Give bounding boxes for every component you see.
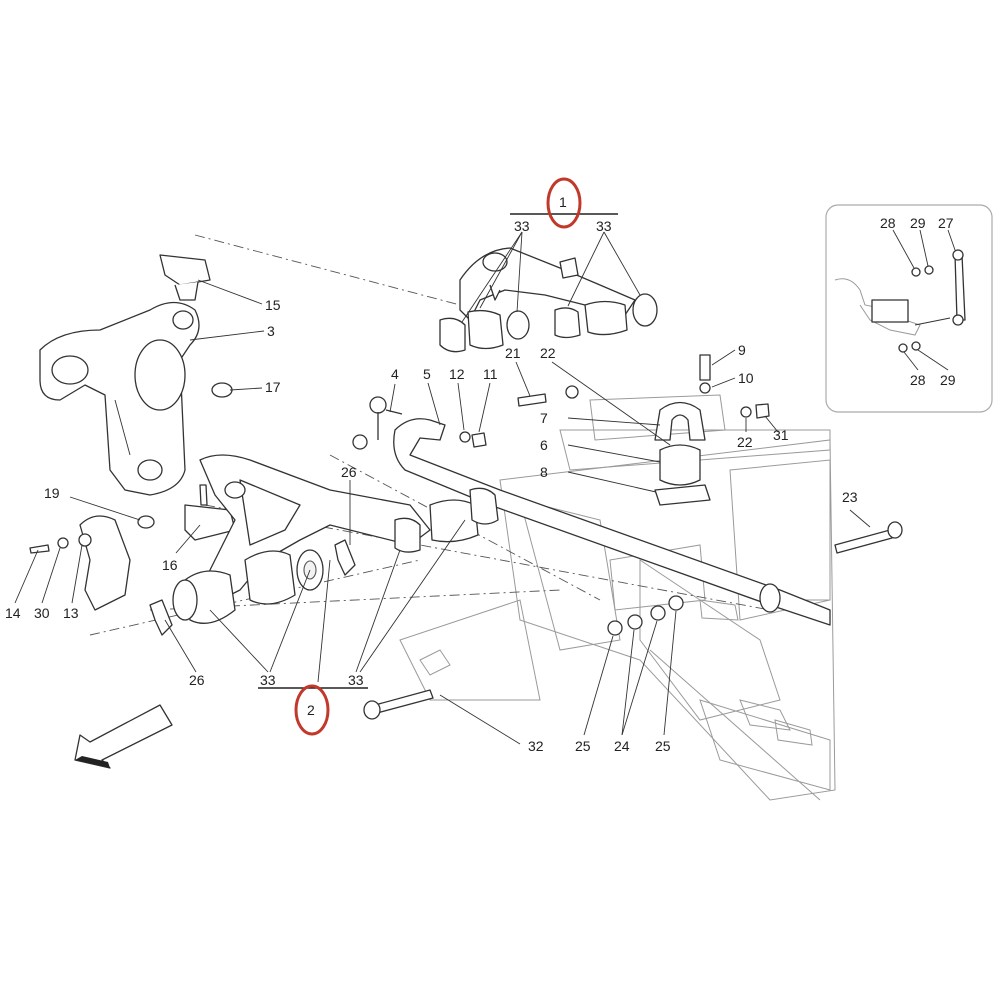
- callout-2[interactable]: 2: [307, 702, 315, 718]
- callout-3[interactable]: 3: [267, 323, 275, 339]
- callout-22-left[interactable]: 22: [540, 345, 556, 361]
- callout-28-top[interactable]: 28: [880, 215, 896, 231]
- inset-washer-part-29b: [911, 341, 921, 351]
- clamp-part-7: [654, 401, 706, 441]
- upper-control-arm: [439, 247, 658, 353]
- bracket-part-13: [78, 515, 131, 611]
- callout-5[interactable]: 5: [423, 366, 431, 382]
- clip-part-26-upper: [334, 539, 356, 576]
- nut-part-31: [755, 403, 770, 419]
- callout-9[interactable]: 9: [738, 342, 746, 358]
- inset-panel: [825, 204, 993, 413]
- washer-part-25a: [607, 620, 623, 636]
- callout-29-bottom[interactable]: 29: [940, 372, 956, 388]
- callout-33-upper-left[interactable]: 33: [514, 218, 530, 234]
- nut-part-17: [211, 382, 233, 398]
- washer-part-24b: [650, 605, 666, 621]
- callout-8[interactable]: 8: [540, 464, 548, 480]
- inset-nut-part-28a: [911, 267, 921, 277]
- nut-part-11: [471, 432, 487, 448]
- callout-25-left[interactable]: 25: [575, 738, 591, 754]
- callout-23[interactable]: 23: [842, 489, 858, 505]
- callout-15[interactable]: 15: [265, 297, 281, 313]
- lower-control-arm: [172, 454, 479, 624]
- callout-7[interactable]: 7: [540, 410, 548, 426]
- plate-part-8: [654, 484, 711, 506]
- washer-part-25b: [668, 595, 684, 611]
- callout-25-right[interactable]: 25: [655, 738, 671, 754]
- bushing-part-6: [659, 444, 701, 486]
- chassis-frame: [399, 394, 836, 801]
- callout-12[interactable]: 12: [449, 366, 465, 382]
- callouts: 1 2 33 33 33 33 15 3 17 19 16 14 30 13 2…: [5, 194, 956, 754]
- callout-22-right[interactable]: 22: [737, 434, 753, 450]
- bolt-part-21: [517, 393, 547, 407]
- clamp-part-15: [159, 254, 211, 301]
- bracket-part-16: [184, 504, 236, 541]
- callout-6[interactable]: 6: [540, 437, 548, 453]
- clip-part-26-lower: [149, 599, 173, 636]
- callout-26-upper[interactable]: 26: [341, 464, 357, 480]
- callout-13[interactable]: 13: [63, 605, 79, 621]
- inset-washer-part-29a: [924, 265, 934, 275]
- leader-lines: [14, 231, 871, 745]
- washer-part-24a: [627, 614, 643, 630]
- callout-1[interactable]: 1: [559, 194, 567, 210]
- bolt-part-32: [374, 689, 434, 714]
- callout-26-lower[interactable]: 26: [189, 672, 205, 688]
- callout-4[interactable]: 4: [391, 366, 399, 382]
- callout-11[interactable]: 11: [483, 366, 498, 382]
- callout-16[interactable]: 16: [162, 557, 178, 573]
- inset-nut-part-28b: [898, 343, 908, 353]
- washer-part-22b: [740, 406, 752, 418]
- stabilizer-bar: [393, 418, 831, 626]
- callout-24[interactable]: 24: [614, 738, 630, 754]
- callout-28-bottom[interactable]: 28: [910, 372, 926, 388]
- callout-33-upper-right[interactable]: 33: [596, 218, 612, 234]
- callout-33-lower-right[interactable]: 33: [348, 672, 364, 688]
- callout-17[interactable]: 17: [265, 379, 281, 395]
- bolt-part-23: [834, 529, 893, 554]
- washer-part-22a: [565, 385, 579, 399]
- washer-part-30: [57, 537, 69, 549]
- direction-arrow: [74, 704, 173, 769]
- callout-33-lower-left[interactable]: 33: [260, 672, 276, 688]
- bolt-part-14: [29, 544, 50, 554]
- callout-29-top[interactable]: 29: [910, 215, 926, 231]
- steering-knuckle: [39, 301, 200, 496]
- callout-19[interactable]: 19: [44, 485, 60, 501]
- washer-part-10: [699, 382, 711, 394]
- washer-part-12: [459, 431, 471, 443]
- callout-21[interactable]: 21: [505, 345, 521, 361]
- callout-30[interactable]: 30: [34, 605, 50, 621]
- callout-31[interactable]: 31: [773, 427, 789, 443]
- callout-32[interactable]: 32: [528, 738, 544, 754]
- highlight-ring-2: [294, 684, 330, 736]
- highlight-ring-1: [546, 177, 582, 229]
- callout-14[interactable]: 14: [5, 605, 21, 621]
- nut-part-19: [137, 515, 155, 529]
- bolt-part-9: [699, 354, 711, 381]
- callout-27[interactable]: 27: [938, 215, 954, 231]
- callout-10[interactable]: 10: [738, 370, 754, 386]
- stabilizer-link-part-4: [352, 396, 403, 450]
